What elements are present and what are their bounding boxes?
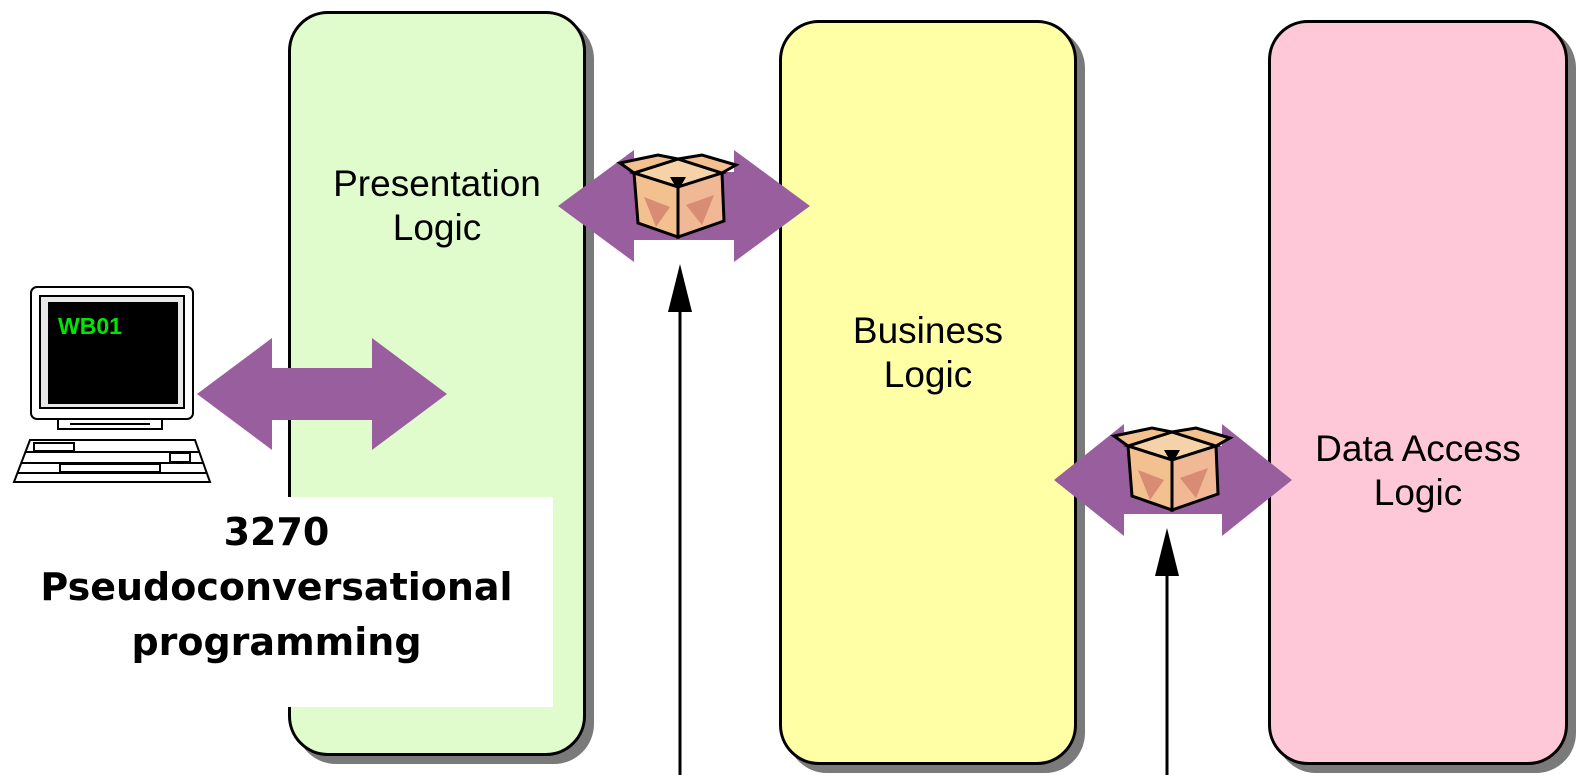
data-access-logic-panel: Data Access Logic (1268, 20, 1568, 765)
caption-line-2: Pseudoconversational (40, 565, 513, 609)
business-logic-panel: Business Logic (779, 20, 1077, 765)
caption-line-3: programming (131, 620, 422, 664)
terminal-double-arrow (197, 338, 447, 450)
business-logic-label: Business Logic (852, 310, 1004, 395)
terminal-screen-text: WB01 (58, 313, 122, 339)
caption-line-1: 3270 (223, 510, 330, 554)
caption: 3270 Pseudoconversational programming (0, 497, 553, 707)
presentation-logic-label: Presentation Logic (333, 163, 541, 248)
terminal-icon (12, 286, 212, 483)
up-arrow-left (668, 264, 692, 775)
data-access-logic-label: Data Access Logic (1315, 428, 1521, 513)
up-arrow-right (1155, 528, 1179, 775)
